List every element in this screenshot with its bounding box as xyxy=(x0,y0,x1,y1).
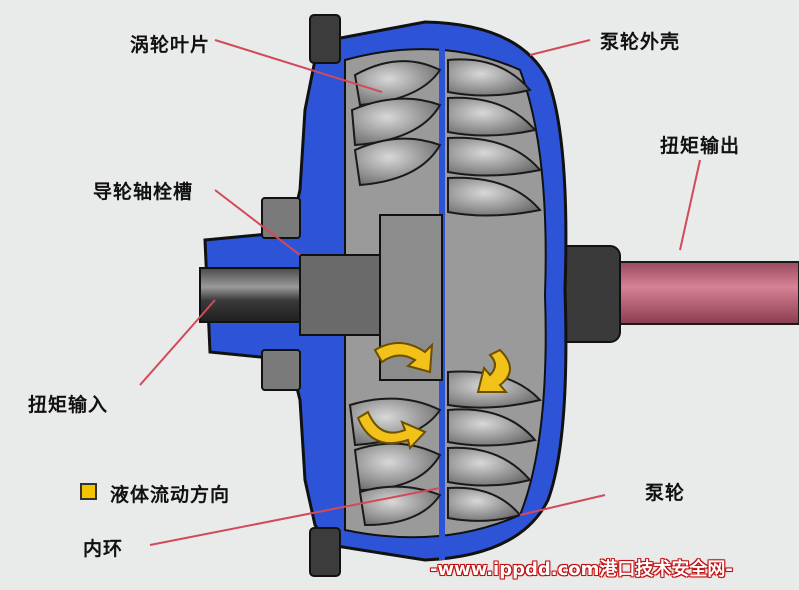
leader-stator-spline xyxy=(214,189,301,256)
leader-lines xyxy=(139,39,701,546)
label-pump-wheel: 泵轮 xyxy=(645,482,686,504)
label-inner-ring: 内环 xyxy=(83,538,124,560)
flow-arrows xyxy=(356,342,511,451)
label-torque-output: 扭矩输出 xyxy=(660,135,741,157)
label-stator-spline: 导轮轴栓槽 xyxy=(93,181,194,203)
leader-torque-input xyxy=(139,299,216,386)
leader-torque-output xyxy=(679,159,701,251)
turbine-blades xyxy=(348,60,442,527)
bolt xyxy=(261,349,301,391)
flow-arrow xyxy=(356,410,427,451)
watermark: -www.ippdd.com港口技术安全网- xyxy=(430,559,733,580)
bolt xyxy=(309,527,341,577)
flow-arrow xyxy=(476,348,511,393)
pump-blades xyxy=(447,58,542,522)
leader-turbine-blade xyxy=(214,39,383,93)
flow-arrow xyxy=(373,342,434,374)
bolt xyxy=(309,14,341,64)
label-turbine-blade: 涡轮叶片 xyxy=(130,34,211,56)
leader-pump-shell xyxy=(529,39,591,56)
label-torque-input: 扭矩输入 xyxy=(28,394,109,416)
output-shaft xyxy=(599,261,799,325)
spline xyxy=(299,254,381,336)
legend-fluid-flow: 液体流动方向 xyxy=(110,484,231,506)
legend-swatch xyxy=(80,483,97,500)
bolt xyxy=(261,197,301,239)
leader-pump-wheel xyxy=(519,494,606,516)
label-pump-shell: 泵轮外壳 xyxy=(600,31,681,53)
leader-inner-ring xyxy=(149,487,441,546)
